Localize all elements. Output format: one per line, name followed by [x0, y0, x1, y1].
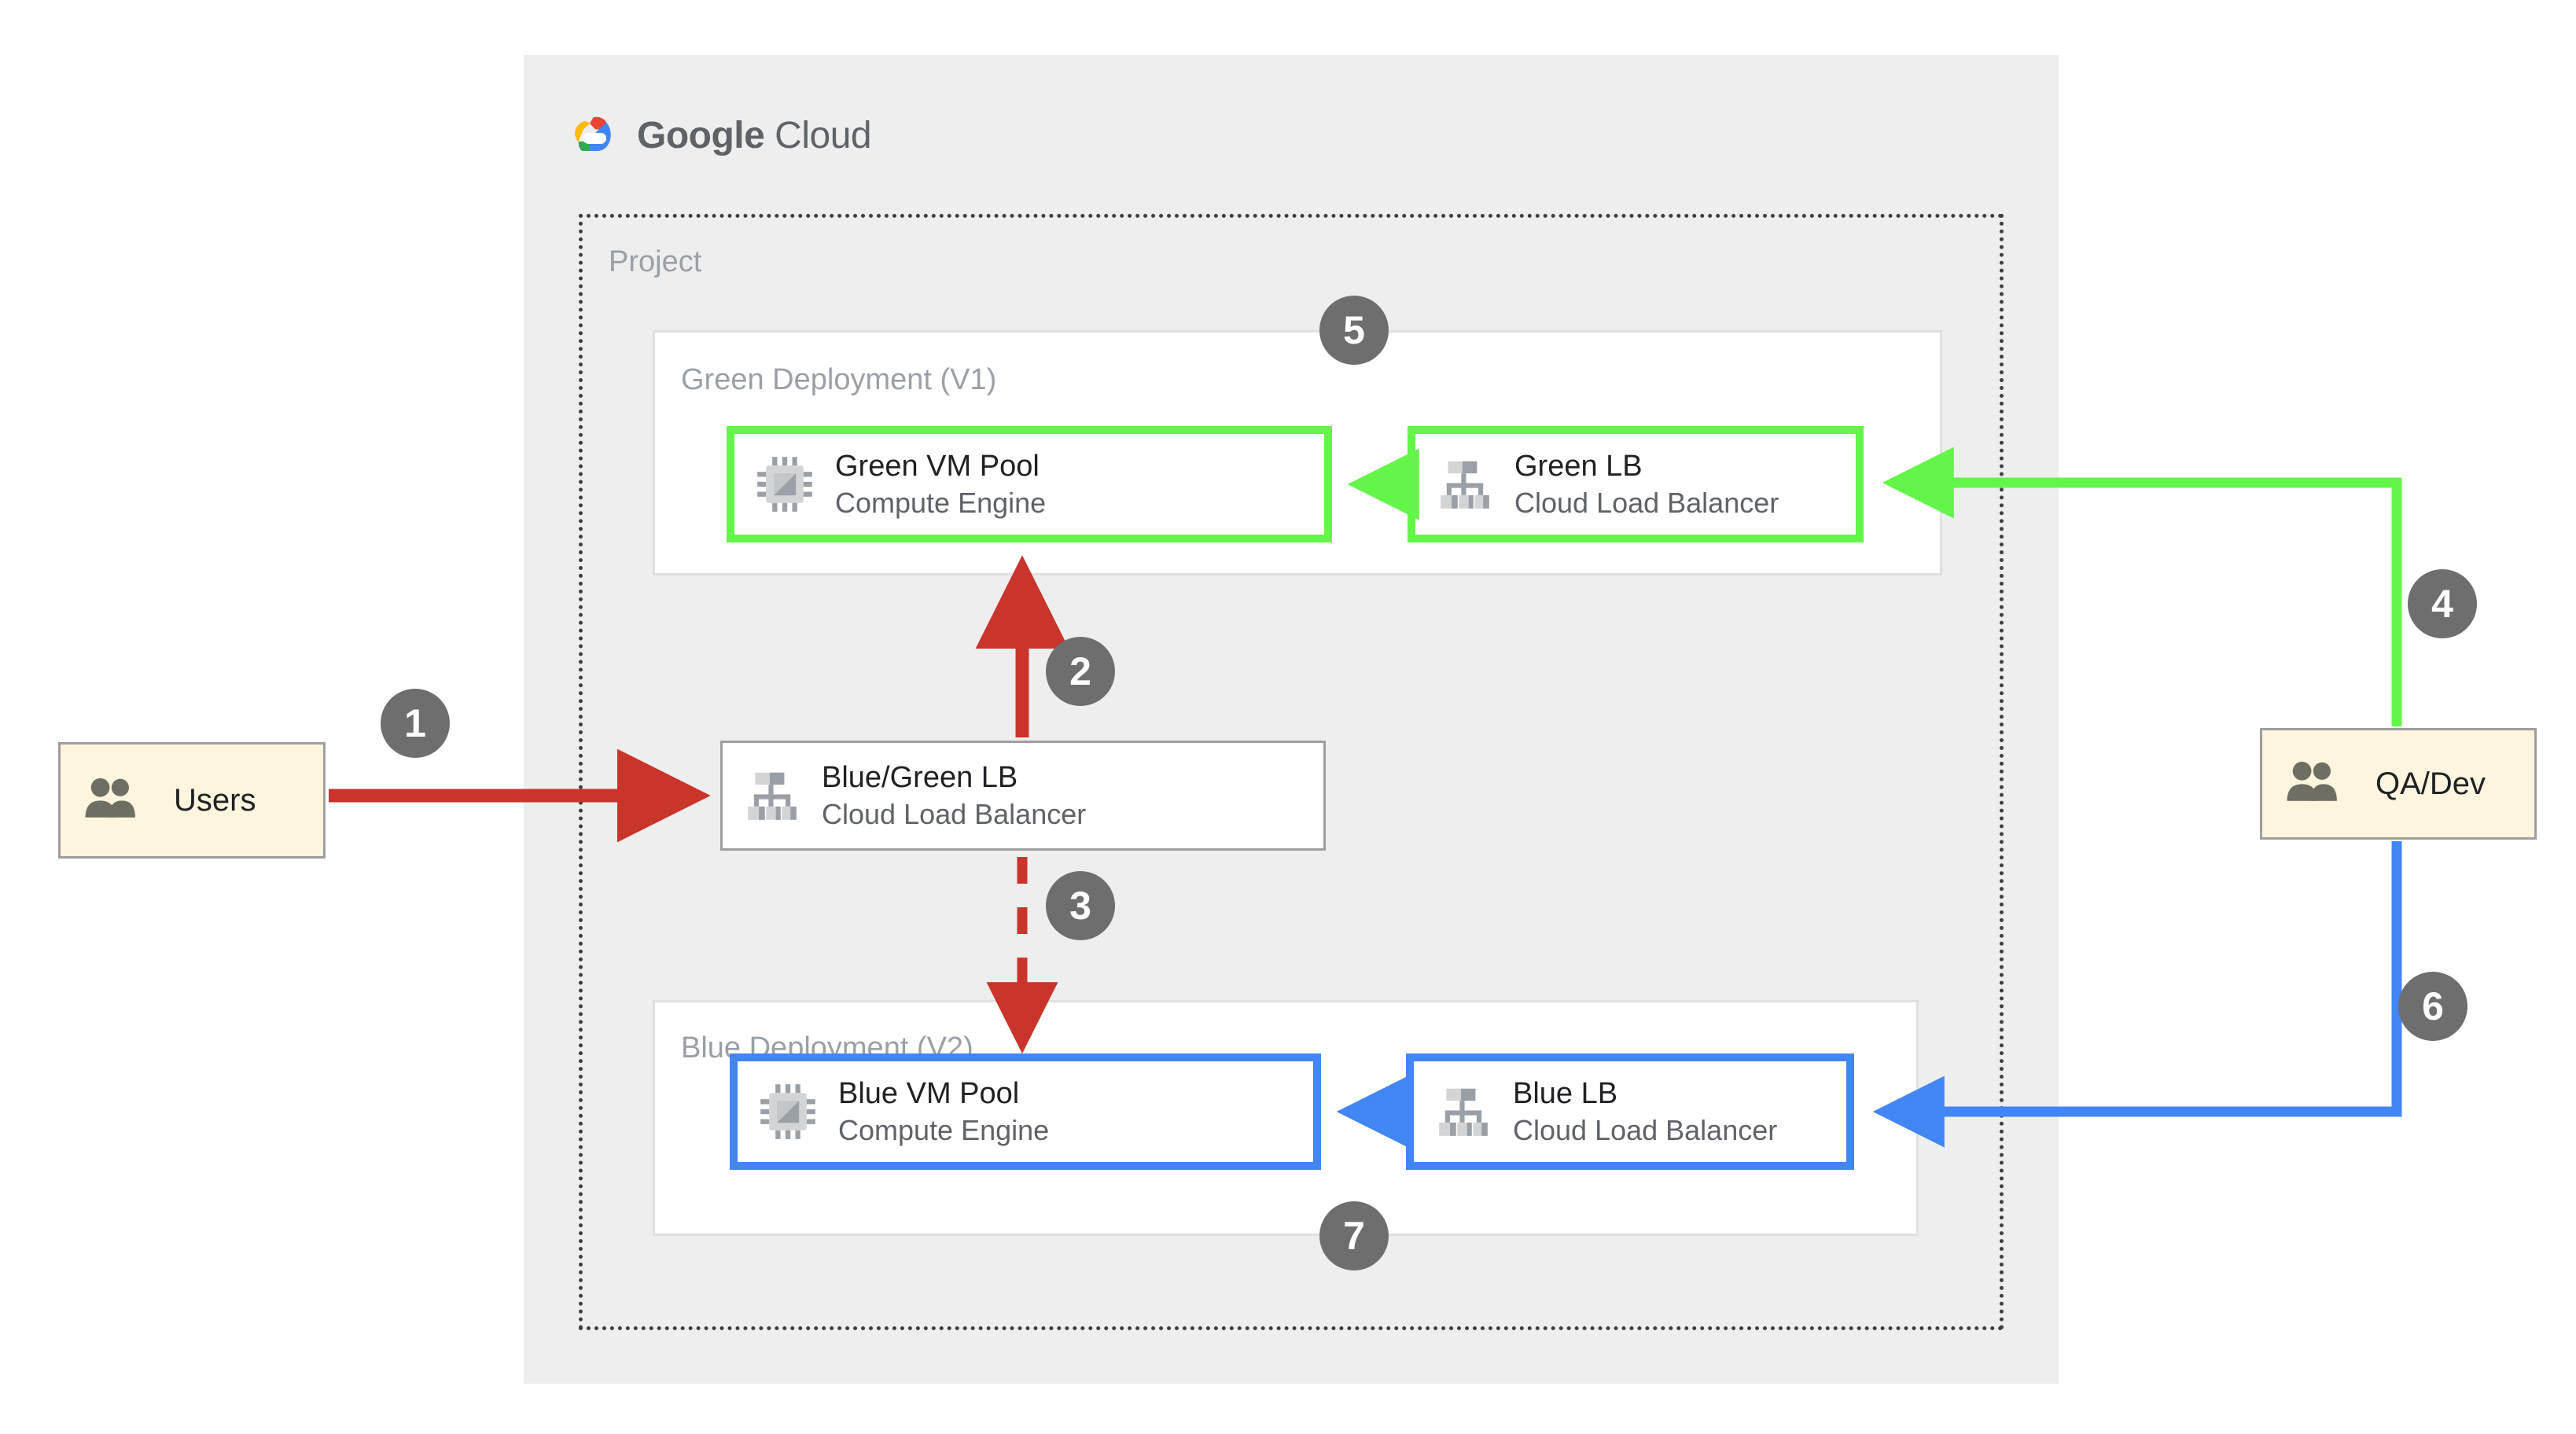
google-cloud-wordmark: Google Cloud	[637, 114, 872, 157]
node-blue-vm-pool-text: Blue VM Pool Compute Engine	[838, 1075, 1049, 1149]
node-green-lb-text: Green LB Cloud Load Balancer	[1514, 447, 1779, 522]
node-green-vm-pool[interactable]: Green VM Pool Compute Engine	[727, 426, 1332, 542]
cpu-chip-icon	[758, 1082, 818, 1142]
node-title: Blue/Green LB	[822, 760, 1018, 794]
people-icon	[2286, 759, 2346, 809]
node-blue-lb-text: Blue LB Cloud Load Balancer	[1513, 1075, 1777, 1149]
actor-qa-dev[interactable]: QA/Dev	[2260, 728, 2537, 840]
node-green-lb[interactable]: Green LB Cloud Load Balancer	[1408, 426, 1864, 542]
step-badge-7: 7	[1319, 1201, 1389, 1270]
load-balancer-icon	[1436, 455, 1494, 513]
google-cloud-logo: Google Cloud	[571, 114, 872, 157]
node-green-vm-pool-text: Green VM Pool Compute Engine	[835, 447, 1046, 522]
step-badge-3: 3	[1046, 871, 1115, 940]
node-title: Green VM Pool	[835, 449, 1040, 483]
step-badge-1: 1	[381, 689, 450, 758]
node-blue-vm-pool[interactable]: Blue VM Pool Compute Engine	[730, 1053, 1321, 1170]
step-badge-2: 2	[1046, 637, 1115, 706]
actor-users-label: Users	[174, 782, 256, 818]
node-subtitle: Cloud Load Balancer	[1513, 1114, 1778, 1147]
project-label: Project	[609, 245, 702, 278]
node-subtitle: Cloud Load Balancer	[1514, 487, 1779, 520]
cpu-chip-icon	[755, 454, 815, 514]
logo-word-cloud: Cloud	[775, 115, 872, 156]
node-blue-green-lb-text: Blue/Green LB Cloud Load Balancer	[822, 759, 1086, 833]
load-balancer-icon	[1434, 1083, 1492, 1141]
node-subtitle: Compute Engine	[838, 1114, 1050, 1147]
step-badge-6: 6	[2398, 972, 2467, 1041]
node-subtitle: Compute Engine	[835, 487, 1047, 520]
node-subtitle: Cloud Load Balancer	[822, 798, 1087, 831]
step-badge-5: 5	[1319, 296, 1389, 365]
node-title: Green LB	[1514, 449, 1643, 483]
green-deployment-label: Green Deployment (V1)	[681, 363, 997, 396]
node-blue-lb[interactable]: Blue LB Cloud Load Balancer	[1406, 1053, 1854, 1170]
people-icon	[84, 776, 144, 825]
load-balancer-icon	[743, 767, 801, 825]
project-boundary	[579, 214, 2004, 1330]
logo-word-google: Google	[637, 115, 765, 156]
node-title: Blue VM Pool	[838, 1076, 1020, 1110]
step-badge-4: 4	[2408, 569, 2477, 638]
node-blue-green-lb[interactable]: Blue/Green LB Cloud Load Balancer	[720, 741, 1326, 851]
actor-users[interactable]: Users	[58, 742, 326, 859]
node-title: Blue LB	[1513, 1076, 1618, 1110]
google-cloud-logo-icon	[571, 116, 620, 156]
actor-qa-dev-label: QA/Dev	[2375, 766, 2486, 801]
